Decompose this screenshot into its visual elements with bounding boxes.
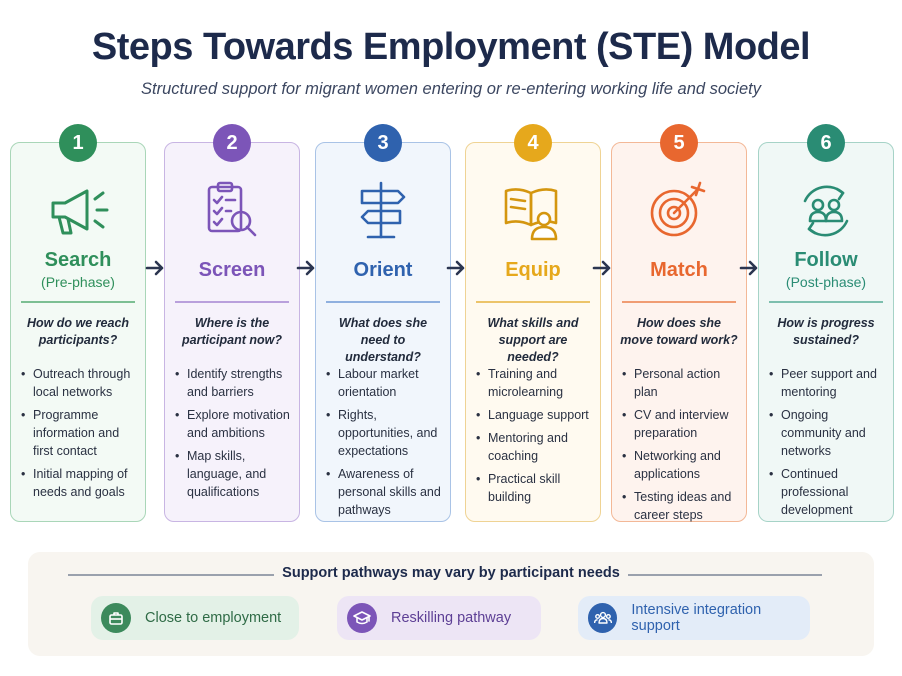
step-number-badge: 1 <box>59 124 97 162</box>
divider <box>622 301 736 303</box>
step-question: How do we reach participants? <box>26 316 130 347</box>
step-bullets: Personal action plan CV and interview pr… <box>621 365 740 529</box>
pathway-close-to-employment: Close to employment <box>91 596 299 640</box>
signpost-icon <box>316 177 450 245</box>
step-question: How is progress sustained? <box>777 316 875 347</box>
book-learner-icon <box>466 177 600 245</box>
step-bullets: Labour market orientation Rights, opport… <box>325 365 444 524</box>
divider <box>476 301 590 303</box>
list-item: Initial mapping of needs and goals <box>20 465 139 501</box>
pathways-title: Support pathways may vary by participant… <box>282 565 620 581</box>
people-cycle-icon <box>759 177 893 245</box>
step-phase: (Pre-phase) <box>41 274 115 290</box>
page-title: Steps Towards Employment (STE) Model <box>91 26 811 68</box>
step-bullets: Outreach through local networks Programm… <box>20 365 139 506</box>
divider <box>175 301 289 303</box>
list-item: Language support <box>475 406 594 424</box>
divider <box>628 574 822 576</box>
step-number-badge: 4 <box>514 124 552 162</box>
step-name: Match <box>650 259 708 281</box>
step-bullets: Identify strengths and barriers Explore … <box>174 365 293 506</box>
list-item: Labour market orientation <box>325 365 444 401</box>
step-bullets: Training and microlearning Language supp… <box>475 365 594 511</box>
list-item: Testing ideas and career steps <box>621 488 740 524</box>
step-number-badge: 2 <box>213 124 251 162</box>
list-item: Personal action plan <box>621 365 740 401</box>
page-subtitle: Structured support for migrant women ent… <box>141 80 761 98</box>
arrow-right-icon <box>296 260 315 276</box>
group-icon <box>588 603 618 633</box>
graduation-cap-icon <box>347 603 377 633</box>
step-name: Follow <box>794 249 858 271</box>
pathway-reskilling: Reskilling pathway <box>337 596 541 640</box>
list-item: Ongoing community and networks <box>768 406 887 460</box>
list-item: Explore motivation and ambitions <box>174 406 293 442</box>
step-card-match: Match How does she move toward work? Per… <box>611 142 747 522</box>
list-item: CV and interview preparation <box>621 406 740 442</box>
step-question: What does she need to understand? <box>338 316 428 364</box>
list-item: Peer support and mentoring <box>768 365 887 401</box>
pathway-label: Intensive integration support <box>631 602 762 634</box>
step-card-equip: Equip What skills and support are needed… <box>465 142 601 522</box>
list-item: Outreach through local networks <box>20 365 139 401</box>
list-item: Map skills, language, and qualifications <box>174 447 293 501</box>
divider <box>769 301 883 303</box>
step-name: Screen <box>198 259 266 281</box>
megaphone-icon <box>11 177 145 245</box>
arrow-right-icon <box>446 260 465 276</box>
list-item: Practical skill building <box>475 470 594 506</box>
list-item: Networking and applications <box>621 447 740 483</box>
divider <box>21 301 135 303</box>
divider <box>326 301 440 303</box>
list-item: Training and microlearning <box>475 365 594 401</box>
list-item: Mentoring and coaching <box>475 429 594 465</box>
step-card-search: Search (Pre-phase) How do we reach parti… <box>10 142 146 522</box>
arrow-right-icon <box>145 260 164 276</box>
arrow-right-icon <box>592 260 611 276</box>
pathway-intensive-integration: Intensive integration support <box>578 596 810 640</box>
arrow-right-icon <box>739 260 758 276</box>
step-number-badge: 6 <box>807 124 845 162</box>
step-number-badge: 3 <box>364 124 402 162</box>
step-name: Orient <box>353 259 413 281</box>
list-item: Rights, opportunities, and expectations <box>325 406 444 460</box>
target-arrow-icon <box>612 177 746 245</box>
divider <box>68 574 274 576</box>
step-bullets: Peer support and mentoring Ongoing commu… <box>768 365 887 524</box>
step-number-badge: 5 <box>660 124 698 162</box>
list-item: Continued professional development <box>768 465 887 519</box>
pathway-label: Reskilling pathway <box>391 610 512 626</box>
step-question: What skills and support are needed? <box>487 316 579 364</box>
step-question: Where is the participant now? <box>182 316 282 347</box>
step-name: Equip <box>505 259 561 281</box>
pathway-label: Close to employment <box>145 610 282 626</box>
pathways-panel: Support pathways may vary by participant… <box>28 552 874 656</box>
step-question: How does she move toward work? <box>620 316 738 347</box>
list-item: Identify strengths and barriers <box>174 365 293 401</box>
list-item: Programme information and first contact <box>20 406 139 460</box>
step-card-orient: Orient What does she need to understand?… <box>315 142 451 522</box>
step-card-screen: Screen Where is the participant now? Ide… <box>164 142 300 522</box>
briefcase-icon <box>101 603 131 633</box>
step-card-follow: Follow (Post-phase) How is progress sust… <box>758 142 894 522</box>
step-phase: (Post-phase) <box>785 274 867 290</box>
list-item: Awareness of personal skills and pathway… <box>325 465 444 519</box>
step-name: Search <box>44 249 112 271</box>
checklist-magnifier-icon <box>165 177 299 245</box>
